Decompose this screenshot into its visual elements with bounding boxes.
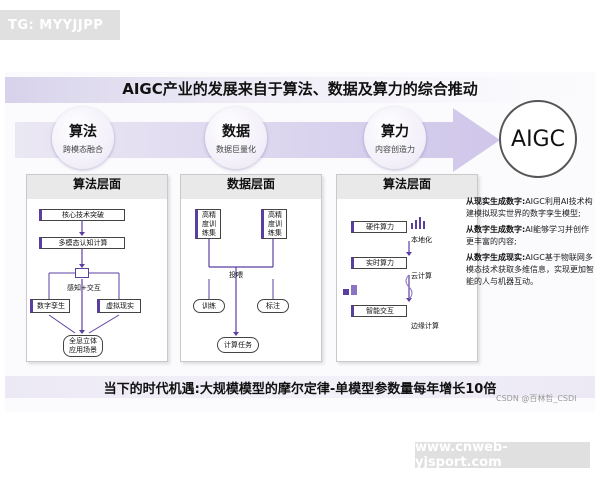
data-card-title: 数据层面 (181, 175, 321, 199)
algorithm-card-title: 算法层面 (27, 175, 167, 199)
compute-connectors (343, 217, 425, 302)
hardware-compute-node: 硬件算力 (351, 221, 407, 233)
training-set-right: 高精 度训 练集 (261, 209, 287, 239)
edge-computing-label: 边缘计算 (411, 322, 439, 330)
algorithm-card: 算法层面 核心技术突破 多模态认知计算 感知+交互 数字孪生 虚拟现实 全息立体… (26, 174, 168, 362)
algorithm-circle-sub: 跨模态融合 (63, 145, 103, 154)
realtime-compute-node: 实时算力 (351, 257, 407, 269)
watermark-tag-bottom: www.cnweb-yjsport.com (415, 440, 590, 470)
data-card: 数据层面 高精 度训 练集 高精 度训 练集 投喂 训练 标注 计算任务 (180, 174, 322, 362)
data-circle-sub: 数据巨量化 (216, 145, 256, 154)
compute-circle-label: 算力 (381, 124, 409, 140)
cloud-computing-label: 云计算 (411, 272, 432, 280)
compute-card-title: 算法层面 (337, 175, 477, 199)
description-item: 从数字生成数字:AI能够学习并创作更丰富的内容; (466, 225, 590, 246)
training-set-left: 高精 度训 练集 (195, 209, 221, 239)
train-node: 训练 (193, 299, 225, 313)
diagram-title: AIGC产业的发展来自于算法、数据及算力的综合推动 (122, 80, 478, 98)
compute-card: 算法层面 硬件算力 本地化 实时算力 云计算 智能交互 边缘计算 (336, 174, 478, 362)
description-item: 从现实生成数字:AIGC利用AI技术构建模拟现实世界的数字孪生模型; (466, 197, 593, 218)
bottom-banner-text: 当下的时代机遇:大规模模型的摩尔定律-单模型参数量每年增长10倍 (103, 382, 497, 397)
data-circle-label: 数据 (222, 124, 250, 140)
bottom-banner-bar (5, 376, 595, 398)
aigc-target-circle: AIGC (499, 100, 577, 178)
csdn-watermark: CSDN @百林哲_CSDI (496, 394, 577, 403)
sense-interact-label: 感知+交互 (67, 284, 101, 292)
data-connectors (208, 239, 274, 336)
annotate-node: 标注 (257, 299, 289, 313)
digital-twin-node: 数字孪生 (30, 299, 70, 313)
compute-task-node: 计算任务 (217, 337, 259, 353)
title-bar (5, 77, 595, 103)
description-item: 从数字生成现实:AIGC基于物联网多模态技术获取多维信息，实现更加智能的人与机器… (466, 253, 594, 286)
compute-circle-sub: 内容创造力 (375, 145, 415, 154)
smart-interaction-node: 智能交互 (351, 305, 407, 317)
multimodal-node: 多模态认知计算 (39, 237, 125, 249)
watermark-tag-top: TG: MYYJJPP (0, 10, 120, 40)
compute-circle: 算力 内容创造力 (364, 107, 426, 169)
algorithm-circle: 算法 跨模态融合 (52, 107, 114, 169)
virtual-reality-node: 虚拟现实 (97, 299, 141, 313)
localized-label: 本地化 (411, 236, 432, 244)
algorithm-circle-label: 算法 (69, 124, 97, 140)
algorithm-connectors (48, 221, 120, 334)
core-tech-node: 核心技术突破 (39, 209, 125, 221)
hub-node (75, 268, 89, 278)
holographic-scene-node: 全息立体 应用场景 (63, 335, 103, 357)
feed-label: 投喂 (229, 271, 243, 279)
data-circle: 数据 数据巨量化 (205, 107, 267, 169)
description-block: 从现实生成数字:AIGC利用AI技术构建模拟现实世界的数字孪生模型; 从数字生成… (466, 196, 596, 292)
